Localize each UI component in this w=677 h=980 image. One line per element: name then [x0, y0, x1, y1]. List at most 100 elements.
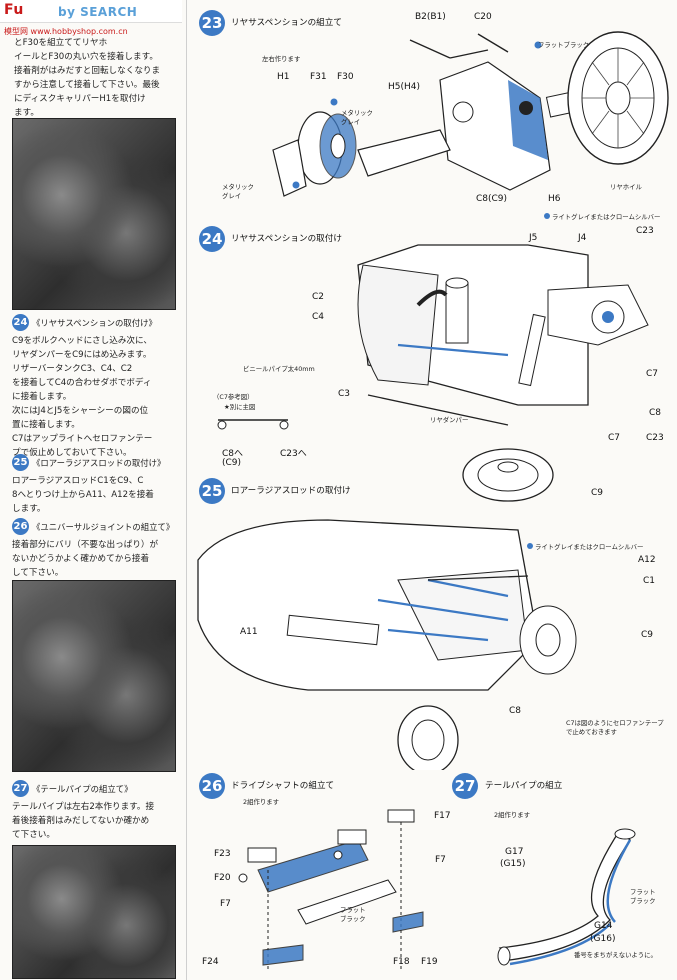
step-27-note: 2組作ります [494, 811, 531, 819]
label-f31: F31 [310, 72, 327, 82]
left-step-24-head: 24 《リヤサスペンションの取付け》 [12, 314, 184, 331]
step-23-note: 左右作ります [262, 55, 301, 63]
left-step-25: 25 《ロアーラジアスロッドの取付け》 ロアーラジアスロッドC1をC9、C 8へ… [12, 454, 184, 516]
label-j5: J5 [529, 233, 538, 243]
intro-line: イールとF30の丸い穴を接着します。 [14, 52, 158, 62]
label-h5: H5(H4) [388, 82, 421, 92]
label-c8-25: C8 [509, 706, 522, 716]
step-24-main-title: リヤサスペンションの取付け [231, 234, 342, 244]
left-step-25-head: 25 《ロアーラジアスロッドの取付け》 [12, 454, 184, 471]
step-24-main-badge: 24 [199, 226, 225, 252]
label-j4: J4 [578, 233, 587, 243]
text-line: して下さい。 [12, 568, 64, 578]
text-line: 次にはJ4とJ5をシャーシーの図の位 [12, 406, 149, 416]
text-line: ないかどうかよく確かめてから接着 [12, 554, 150, 564]
label-h6: H6 [548, 194, 561, 204]
step-27-badge: 27 [12, 780, 29, 797]
label-f7b: F7 [220, 899, 231, 909]
label-h1: H1 [277, 72, 290, 82]
step-23-badge: 23 [199, 10, 225, 36]
photo-universal-joint [12, 580, 176, 772]
label-c23: C23 [636, 226, 654, 236]
light-grey-note-24: ライトグレイまたはクロームシルバー [544, 212, 660, 221]
step-25-badge: 25 [12, 454, 29, 471]
watermark-header: Fu by SEARCH [0, 0, 182, 23]
intro-line: すから注意して接着して下さい。最後 [14, 80, 160, 90]
watermark-logo-right: by SEARCH [58, 5, 138, 19]
label-f7a: F7 [435, 855, 446, 865]
label-c2: C2 [312, 292, 325, 302]
label-f17: F17 [434, 811, 451, 821]
step-27-main-title: テールパイプの組立 [485, 781, 563, 791]
light-grey-text: ライトグレイまたはクロームシルバー [535, 543, 644, 551]
label-f19: F19 [421, 957, 438, 967]
c7-cellophane-note: C7は図のようにセロファンテープ で止めておきます [566, 719, 664, 736]
label-c4: C4 [312, 312, 325, 322]
text-line: を接着してC4の合わせダボでボディ [12, 378, 152, 388]
label-f24: F24 [202, 957, 219, 967]
intro-line: ます。 [14, 108, 39, 118]
text-line: に接着します。 [12, 392, 72, 402]
left-step-27-head: 27 《テールパイプの組立て》 [12, 780, 184, 797]
intro-line: 接着剤がはみだすと回転しなくなりま [14, 66, 161, 76]
step-23-title: リヤサスペンションの組立て [231, 18, 342, 28]
rear-wheel-label: リヤホイル [610, 183, 642, 191]
label-c20: C20 [474, 12, 492, 22]
column-divider [186, 0, 187, 980]
watermark-site: 模型网 www.hobbyshop.com.cn [4, 27, 128, 36]
watermark-logo-left: Fu [4, 2, 24, 18]
label-f18: F18 [393, 957, 410, 967]
flat-black-note-27: フラット ブラック [630, 888, 656, 905]
rear-damper-label: リヤダンパー [430, 416, 469, 424]
text-line: 置に接着します。 [12, 420, 80, 430]
blue-dot-icon [527, 543, 533, 549]
label-b2: B2(B1) [415, 12, 446, 22]
step-26-badge: 26 [12, 518, 29, 535]
step-25-main-title: ロアーラジアスロッドの取付け [231, 486, 351, 496]
label-c8: C8(C9) [476, 194, 508, 204]
step-24-text: C9をボルクヘッドにさし込み次に、 リヤダンパーをC9にはめ込みます。 リザーバ… [12, 334, 184, 460]
step-23-diagram [272, 31, 669, 197]
step-26-diagram [238, 809, 424, 970]
label-c7b: C7 [608, 433, 621, 443]
left-step-24: 24 《リヤサスペンションの取付け》 C9をボルクヘッドにさし込み次に、 リヤダ… [12, 314, 184, 460]
text-line: て下さい。 [12, 830, 55, 840]
step-25-diagram [197, 519, 577, 770]
blue-dot-icon [544, 213, 550, 219]
step-25-main-badge: 25 [199, 478, 225, 504]
label-c9-to: (C9) [222, 458, 242, 468]
label-g15: (G15) [500, 859, 526, 869]
label-c1: C1 [643, 576, 656, 586]
step-27-text: テールパイプは左右2本作ります。接 着後接着剤はみだしてないか確かめ て下さい。 [12, 800, 184, 842]
left-step-27: 27 《テールパイプの組立て》 テールパイプは左右2本作ります。接 着後接着剤は… [12, 780, 184, 842]
label-c23b: C23 [646, 433, 664, 443]
label-c23-to: C23へ [280, 449, 307, 459]
step-24-diagram [217, 244, 649, 502]
label-c8b: C8 [649, 408, 662, 418]
photo-tail-pipe [12, 845, 176, 979]
text-line: リヤダンパーをC9にはめ込みます。 [12, 350, 152, 360]
label-a12: A12 [638, 555, 656, 565]
label-g14: G14 [594, 921, 613, 931]
label-f23: F23 [214, 849, 231, 859]
step-24-badge: 24 [12, 314, 29, 331]
text-line: リザーバータンクC3、C4、C2 [12, 364, 133, 374]
label-f20: F20 [214, 873, 231, 883]
step-26-main-title: ドライブシャフトの組立て [231, 781, 335, 791]
photo-rear-suspension [12, 118, 176, 310]
intro-line: にディスクキャリパーH1を取付け [14, 94, 146, 104]
step-26-note: 2組作ります [243, 798, 280, 806]
intro-line: とF30を組立ててリヤホ [14, 38, 108, 48]
label-a11: A11 [240, 627, 258, 637]
step-25-title: 《ロアーラジアスロッドの取付け》 [32, 457, 166, 468]
label-c9: C9 [591, 488, 604, 498]
c7-sub-note: ★別に主図 [224, 403, 256, 411]
label-c9-25: C9 [641, 630, 654, 640]
c7-reference-note: （C7参考図） [213, 393, 254, 401]
text-line: テールパイプは左右2本作ります。接 [12, 802, 155, 812]
label-f30: F30 [337, 72, 354, 82]
intro-text: とF30を組立ててリヤホ イールとF30の丸い穴を接着します。 接着剤がはみだす… [14, 36, 184, 120]
number-caution-note: 番号をまちがえないように。 [574, 951, 657, 959]
flat-black-note-26: フラット ブラック [340, 906, 366, 923]
text-line: C9をボルクヘッドにさし込み次に、 [12, 336, 152, 346]
